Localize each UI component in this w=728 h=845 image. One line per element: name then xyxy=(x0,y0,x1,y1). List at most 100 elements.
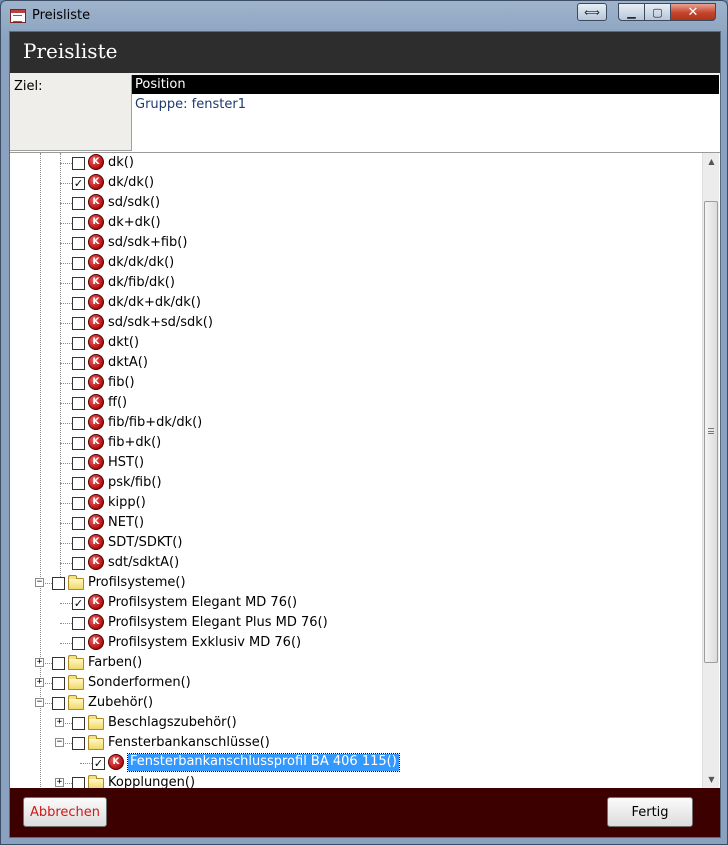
checkbox[interactable] xyxy=(72,777,85,788)
tree-folder-node[interactable]: +Sonderformen() xyxy=(10,673,702,693)
checkbox[interactable] xyxy=(72,537,85,550)
checkbox[interactable] xyxy=(72,357,85,370)
tree-folder-node[interactable]: +Farben() xyxy=(10,653,702,673)
checkbox-checked[interactable]: ✓ xyxy=(92,757,105,770)
checkbox[interactable] xyxy=(72,337,85,350)
scroll-thumb[interactable] xyxy=(704,201,718,663)
tree-node-label[interactable]: Profilsystem Elegant MD 76() xyxy=(108,595,298,610)
checkbox[interactable] xyxy=(72,277,85,290)
checkbox[interactable] xyxy=(72,557,85,570)
tree-node-label[interactable]: fib() xyxy=(108,375,135,390)
checkbox[interactable] xyxy=(72,217,85,230)
tree-node-label[interactable]: Kopplungen() xyxy=(108,775,196,788)
collapse-icon[interactable]: − xyxy=(35,577,44,587)
tree-node-label[interactable]: Fensterbankanschlüsse() xyxy=(108,735,270,750)
tree-node-label[interactable]: dk/dk/dk() xyxy=(108,255,175,270)
minimize-button[interactable]: ▁ xyxy=(618,3,645,21)
tree-node-label[interactable]: dk/dk() xyxy=(108,175,155,190)
tree-node-label[interactable]: dk+dk() xyxy=(108,215,161,230)
close-button[interactable]: ✕ xyxy=(670,3,716,21)
tree-node-label[interactable]: dk() xyxy=(108,155,134,170)
checkbox[interactable] xyxy=(52,677,65,690)
tree-folder-node[interactable]: + Beschlagszubehör() xyxy=(10,713,702,733)
ziel-list[interactable]: Position Gruppe: fenster1 xyxy=(131,75,720,151)
done-button[interactable]: Fertig xyxy=(607,797,693,827)
tree-folder-node[interactable]: −Fensterbankanschlüsse() xyxy=(10,733,702,753)
expand-icon[interactable]: + xyxy=(55,777,64,787)
checkbox[interactable] xyxy=(72,397,85,410)
tree-folder-node[interactable]: −Zubehör() xyxy=(10,693,702,713)
checkbox[interactable] xyxy=(52,577,65,590)
cancel-button[interactable]: Abbrechen xyxy=(23,797,107,827)
checkbox[interactable] xyxy=(72,297,85,310)
checkbox[interactable] xyxy=(72,317,85,330)
checkbox-checked[interactable]: ✓ xyxy=(72,177,85,190)
checkbox[interactable] xyxy=(52,697,65,710)
tree-node-label[interactable]: Farben() xyxy=(88,655,143,670)
tree-node-label[interactable]: psk/fib() xyxy=(108,475,162,490)
tree-node-label[interactable]: Fensterbankanschlussprofil BA 406 115() xyxy=(127,753,400,772)
ziel-position-item[interactable]: Position xyxy=(132,75,719,94)
expand-icon[interactable]: + xyxy=(35,677,44,687)
checkbox[interactable] xyxy=(52,657,65,670)
tree-node-label[interactable]: dkt() xyxy=(108,335,140,350)
tree-node-label[interactable]: ff() xyxy=(108,395,128,410)
scroll-down-icon[interactable]: ▼ xyxy=(708,775,715,784)
tree-node-label[interactable]: Profilsysteme() xyxy=(88,575,186,590)
ziel-gruppe-item[interactable]: Gruppe: fenster1 xyxy=(135,97,246,112)
tree-node-label[interactable]: sdt/sdktA() xyxy=(108,555,180,570)
tree-node-label[interactable]: Beschlagszubehör() xyxy=(108,715,237,730)
tree-node-label[interactable]: sd/sdk+sd/sdk() xyxy=(108,315,213,330)
tree-node-label[interactable]: fib/fib+dk/dk() xyxy=(108,415,203,430)
tree-node-label[interactable]: SDT/SDKT() xyxy=(108,535,183,550)
tree-node-label[interactable]: Profilsystem Exklusiv MD 76() xyxy=(108,635,302,650)
tree-node-label[interactable]: kipp() xyxy=(108,495,146,510)
checkbox[interactable] xyxy=(72,717,85,730)
tree-node-label[interactable]: Profilsystem Elegant Plus MD 76() xyxy=(108,615,328,630)
checkbox[interactable] xyxy=(72,377,85,390)
resize-button[interactable]: ⟺ xyxy=(577,3,607,21)
checkbox[interactable] xyxy=(72,517,85,530)
maximize-button[interactable]: ▢ xyxy=(644,3,671,21)
tree-node-label[interactable]: dk/dk+dk/dk() xyxy=(108,295,201,310)
checkbox[interactable] xyxy=(72,237,85,250)
tree-node-label[interactable]: sd/sdk() xyxy=(108,195,161,210)
collapse-icon[interactable]: − xyxy=(35,697,44,707)
tree-node-label[interactable]: HST() xyxy=(108,455,145,470)
tree-node-label[interactable]: dk/fib/dk() xyxy=(108,275,175,290)
checkbox[interactable] xyxy=(72,737,85,750)
title-bar[interactable]: Preisliste ⟺ ▁ ▢ ✕ xyxy=(1,1,727,31)
expand-icon[interactable]: + xyxy=(55,717,64,727)
checkbox[interactable] xyxy=(72,157,85,170)
checkbox[interactable] xyxy=(72,477,85,490)
checkbox[interactable] xyxy=(72,457,85,470)
tree-node-label[interactable]: dktA() xyxy=(108,355,148,370)
vertical-scrollbar[interactable]: ▲ ▼ xyxy=(702,153,719,788)
checkbox-checked[interactable]: ✓ xyxy=(72,597,85,610)
tree-node-label[interactable]: fib+dk() xyxy=(108,435,162,450)
checkbox[interactable] xyxy=(72,257,85,270)
tree-node-label[interactable]: NET() xyxy=(108,515,145,530)
